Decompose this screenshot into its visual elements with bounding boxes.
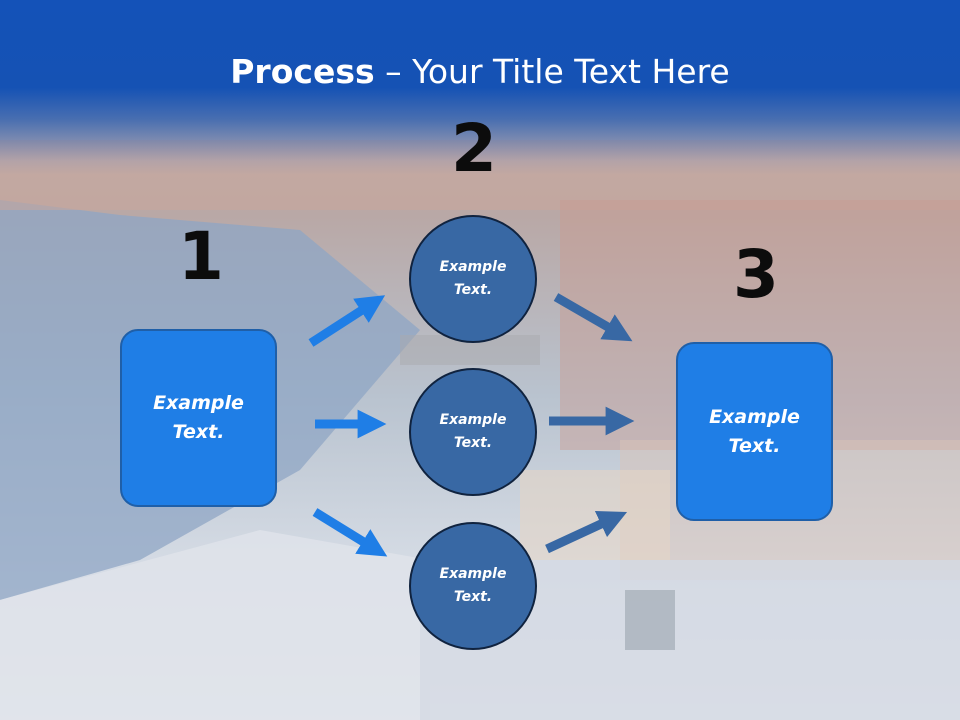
title-bold: Process [230,52,375,91]
slide-title: Process – Your Title Text Here [0,52,960,91]
circle-middle: Example Text. [409,368,537,496]
header-band [0,0,960,175]
circle-top: Example Text. [409,215,537,343]
step-number-3: 3 [733,236,779,313]
arrow-bottom-to-3 [545,510,628,554]
arrow-1-to-top [308,295,386,347]
circle-bottom: Example Text. [409,522,537,650]
step-number-1: 1 [178,218,224,295]
arrow-1-to-bottom [312,508,388,557]
arrow-top-to-3 [553,293,633,342]
step-1-box: Example Text. [120,329,277,507]
title-rest: – Your Title Text Here [374,52,730,91]
step-number-2: 2 [451,110,497,187]
step-3-box: Example Text. [676,342,833,521]
